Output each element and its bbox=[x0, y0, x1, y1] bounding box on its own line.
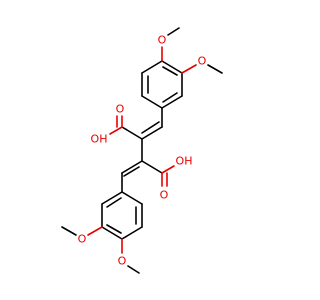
top-para-methoxy: O bbox=[158, 27, 180, 62]
upper-carboxylic-acid: O OH bbox=[91, 103, 143, 146]
bond bbox=[141, 60, 163, 74]
bond bbox=[101, 226, 123, 240]
bond bbox=[161, 60, 183, 74]
bond bbox=[127, 265, 140, 274]
aromatic-double-bond bbox=[106, 197, 122, 208]
hydroxyl-group: OH bbox=[176, 155, 193, 168]
bottom-meta-methoxy: O bbox=[61, 226, 103, 246]
bond bbox=[207, 64, 223, 74]
double-bond-line bbox=[141, 121, 160, 134]
bond bbox=[161, 95, 183, 109]
structure-svg: O O O OH bbox=[61, 27, 223, 274]
bond bbox=[121, 126, 143, 140]
aromatic-double-bond bbox=[106, 224, 122, 234]
bond bbox=[121, 191, 143, 205]
oxygen-atom: O bbox=[158, 34, 167, 47]
bond bbox=[121, 226, 143, 240]
bond bbox=[141, 160, 163, 174]
oxygen-atom: O bbox=[160, 189, 169, 202]
lower-carboxylic-acid: O OH bbox=[141, 155, 193, 202]
bottom-para-methoxy: O bbox=[118, 238, 140, 274]
bottom-aromatic-ring bbox=[101, 172, 143, 240]
oxygen-atom: O bbox=[116, 103, 125, 116]
molecule-diagram: O O O OH bbox=[61, 27, 223, 274]
bond bbox=[181, 64, 197, 74]
oxygen-atom: O bbox=[118, 255, 127, 268]
bond bbox=[109, 126, 123, 135]
double-bond-line bbox=[123, 166, 140, 177]
bond bbox=[61, 226, 77, 236]
aromatic-double-bond bbox=[162, 92, 178, 103]
bond bbox=[101, 191, 123, 205]
bond bbox=[87, 226, 103, 236]
top-aromatic-ring bbox=[141, 60, 183, 109]
bond bbox=[141, 95, 163, 109]
oxygen-atom: O bbox=[78, 233, 87, 246]
top-meta-methoxy: O bbox=[181, 55, 223, 74]
hydroxyl-group: OH bbox=[91, 133, 108, 146]
central-diene bbox=[121, 107, 163, 177]
aromatic-double-bond bbox=[162, 66, 178, 76]
bond bbox=[121, 160, 143, 174]
bond bbox=[167, 27, 180, 36]
bond bbox=[141, 126, 163, 140]
oxygen-atom: O bbox=[198, 55, 207, 68]
bond bbox=[161, 165, 175, 174]
